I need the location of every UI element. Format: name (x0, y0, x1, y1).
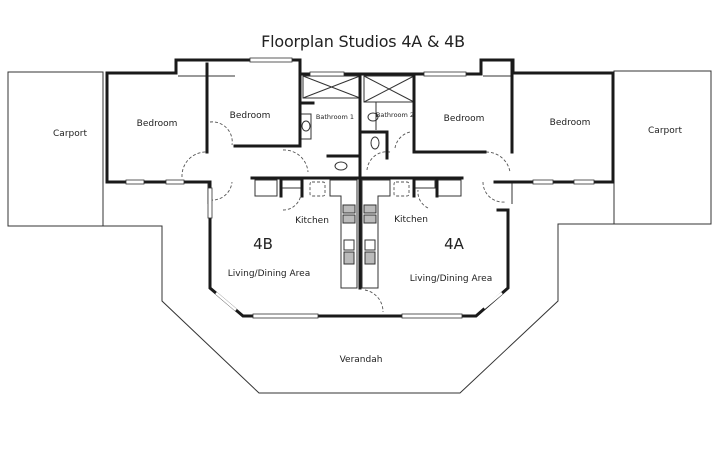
page-title: Floorplan Studios 4A & 4B (261, 32, 465, 51)
label-bedroom-right-2: Bedroom (549, 118, 591, 128)
label-kitchen-4b: Kitchen (295, 216, 329, 226)
label-unit-4a: 4A (444, 235, 464, 253)
label-kitchen-4a: Kitchen (394, 215, 428, 225)
label-verandah: Verandah (339, 355, 383, 365)
label-bedroom-left-1: Bedroom (136, 119, 178, 129)
label-bathroom-2: Bathroom 2 (375, 111, 415, 119)
label-carport-right: Carport (648, 126, 682, 136)
label-bathroom-1: Bathroom 1 (315, 113, 355, 121)
verandah-outline (102, 182, 615, 394)
label-living-4a: Living/Dining Area (409, 274, 493, 284)
label-bedroom-right-1: Bedroom (443, 114, 485, 124)
label-unit-4b: 4B (253, 235, 273, 253)
label-carport-left: Carport (53, 129, 87, 139)
carport-left-outline (7, 71, 104, 227)
carport-right-outline (613, 70, 712, 225)
label-living-4b: Living/Dining Area (227, 269, 311, 279)
label-bedroom-left-2: Bedroom (229, 111, 271, 121)
